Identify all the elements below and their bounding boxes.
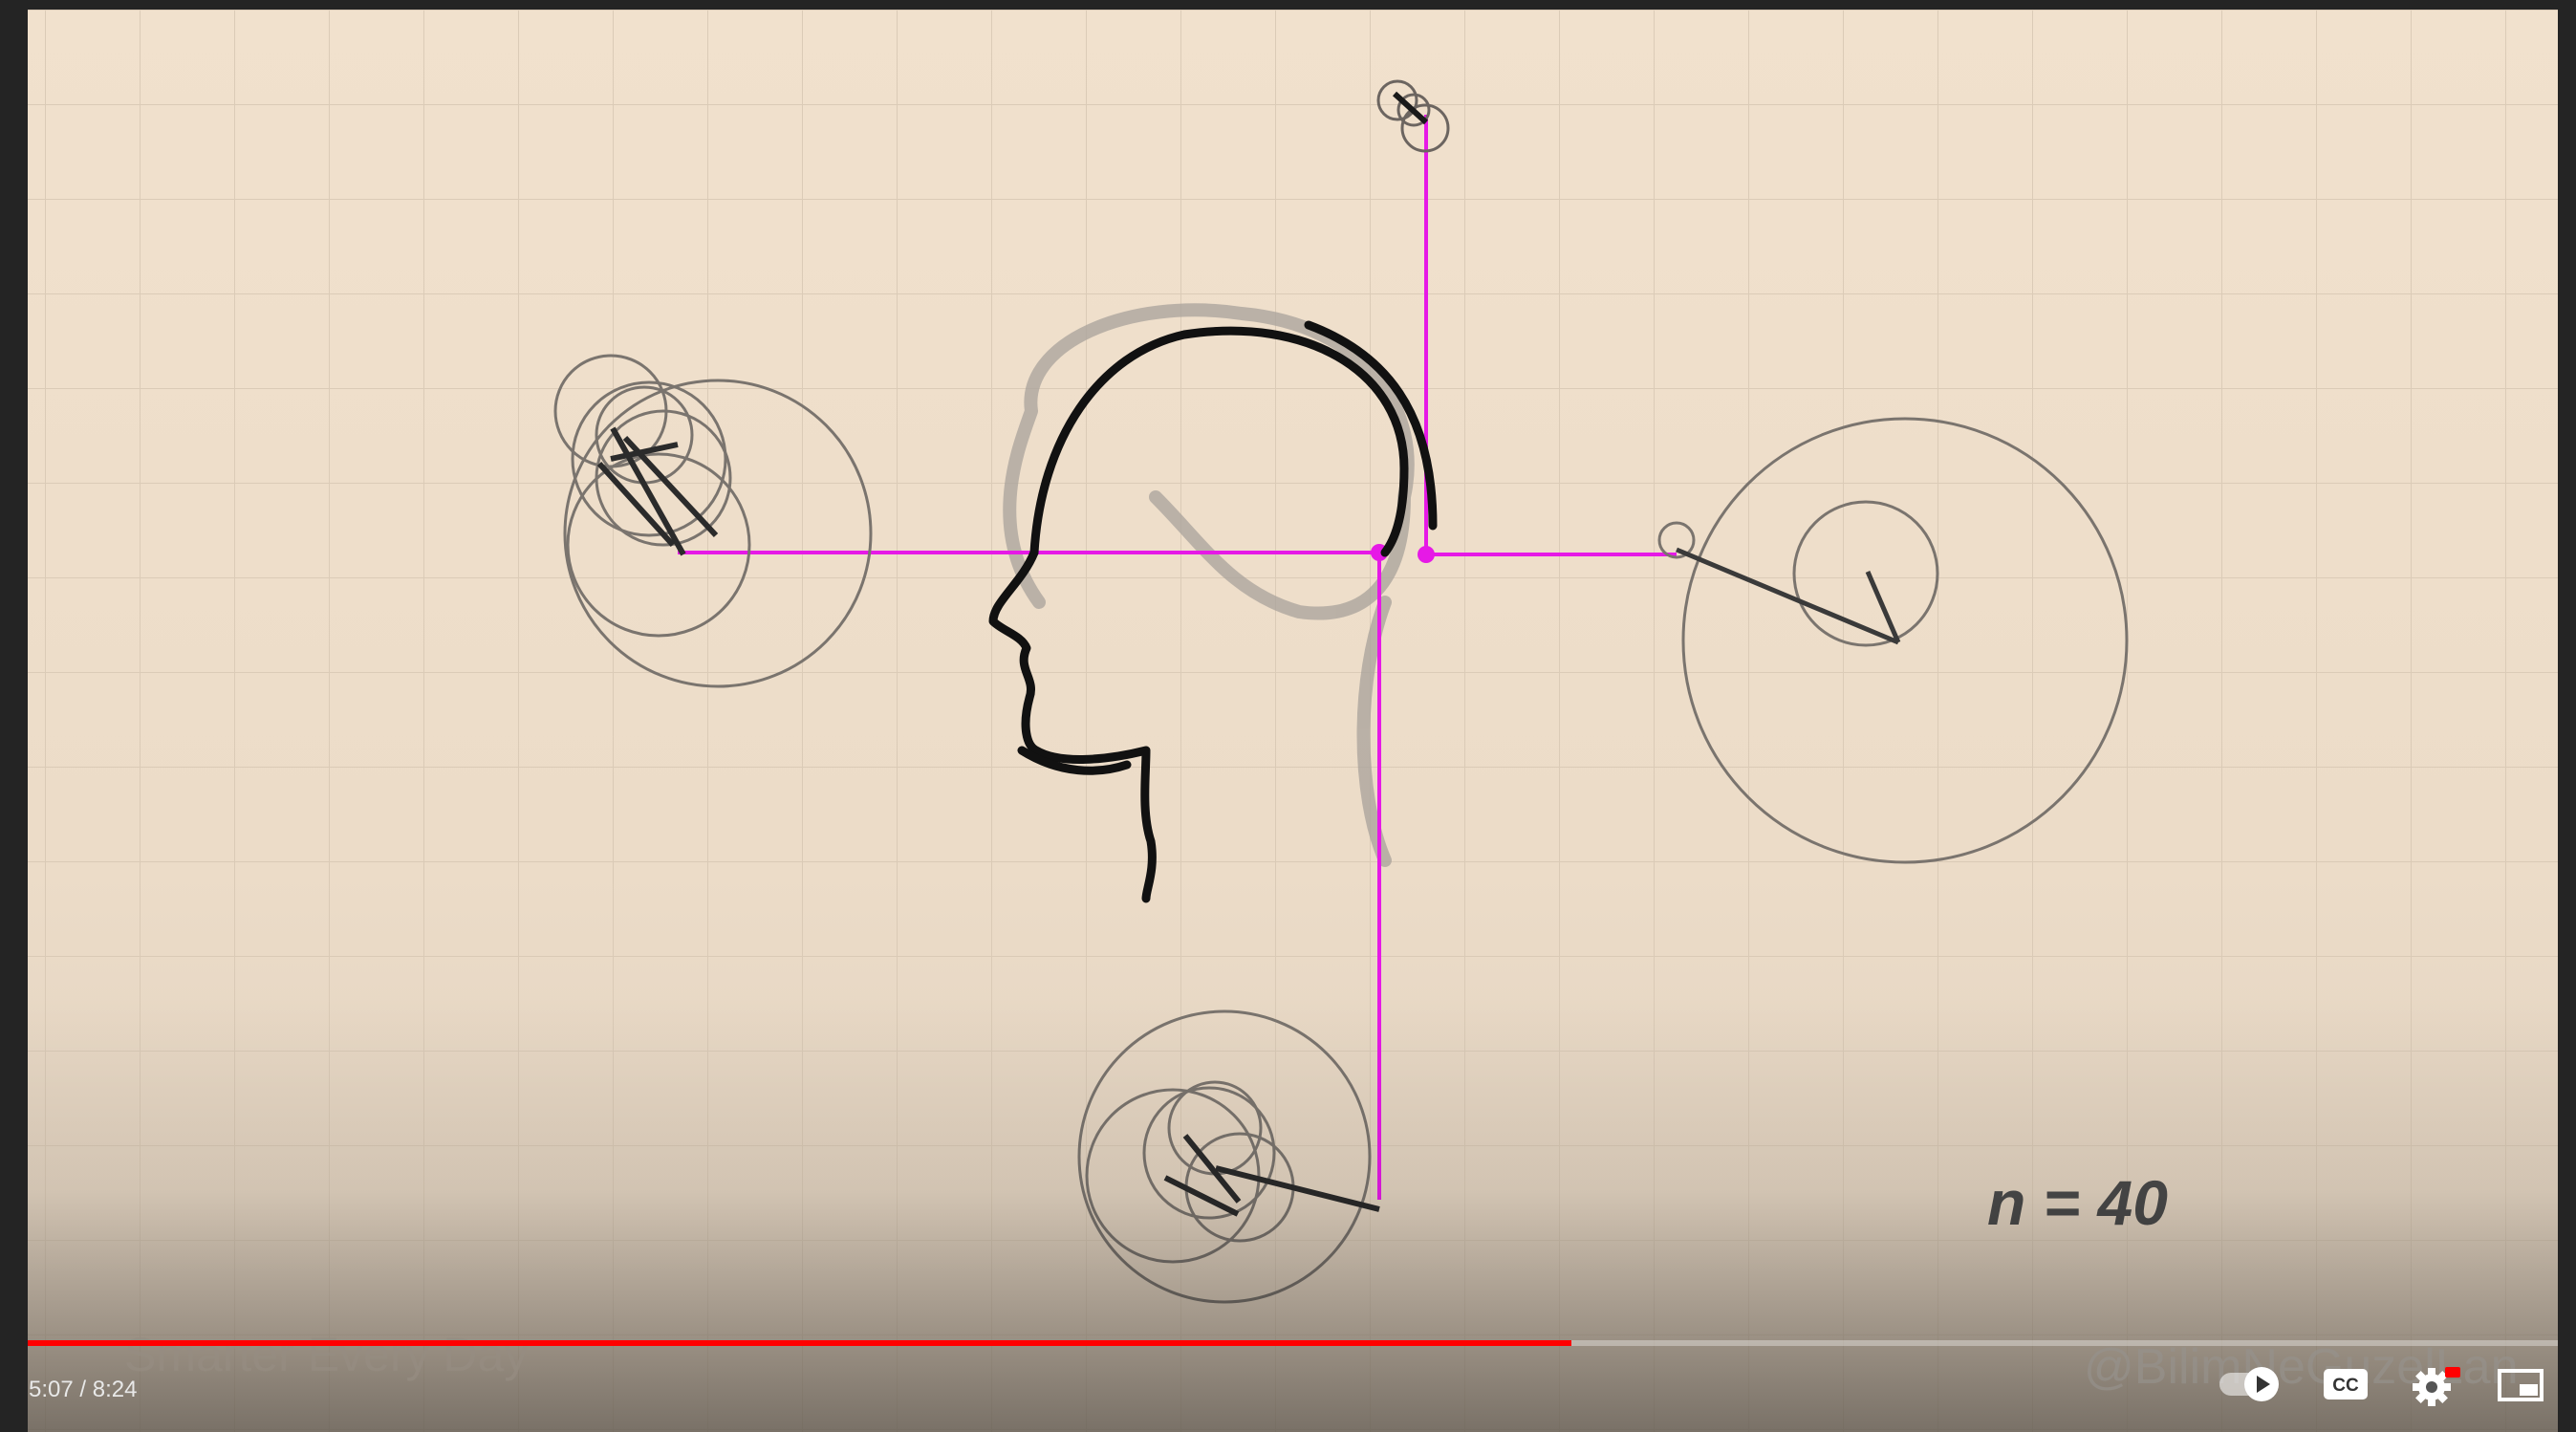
miniplayer-icon: [2495, 1363, 2548, 1405]
subtitles-button[interactable]: CC: [2321, 1363, 2370, 1405]
iteration-count-label: n = 40: [1987, 1166, 2168, 1239]
autoplay-toggle-icon: [2218, 1363, 2286, 1405]
hd-badge: [2445, 1367, 2460, 1378]
settings-button[interactable]: [2409, 1363, 2462, 1409]
miniplayer-button[interactable]: [2495, 1363, 2548, 1405]
video-content: [28, 10, 2558, 1432]
gear-icon: [2409, 1363, 2462, 1409]
progress-bar[interactable]: [28, 1340, 2558, 1346]
svg-text:CC: CC: [2332, 1376, 2359, 1396]
autoplay-toggle[interactable]: [2218, 1363, 2286, 1405]
video-frame[interactable]: n = 40: [28, 10, 2558, 1432]
channel-watermark: Smarter Every Day: [124, 1327, 528, 1382]
closed-captions-icon: CC: [2321, 1363, 2370, 1405]
projection-point-b: [1418, 546, 1435, 563]
time-display: 5:07 / 8:24: [29, 1377, 137, 1403]
progress-bar-played: [28, 1340, 1571, 1346]
